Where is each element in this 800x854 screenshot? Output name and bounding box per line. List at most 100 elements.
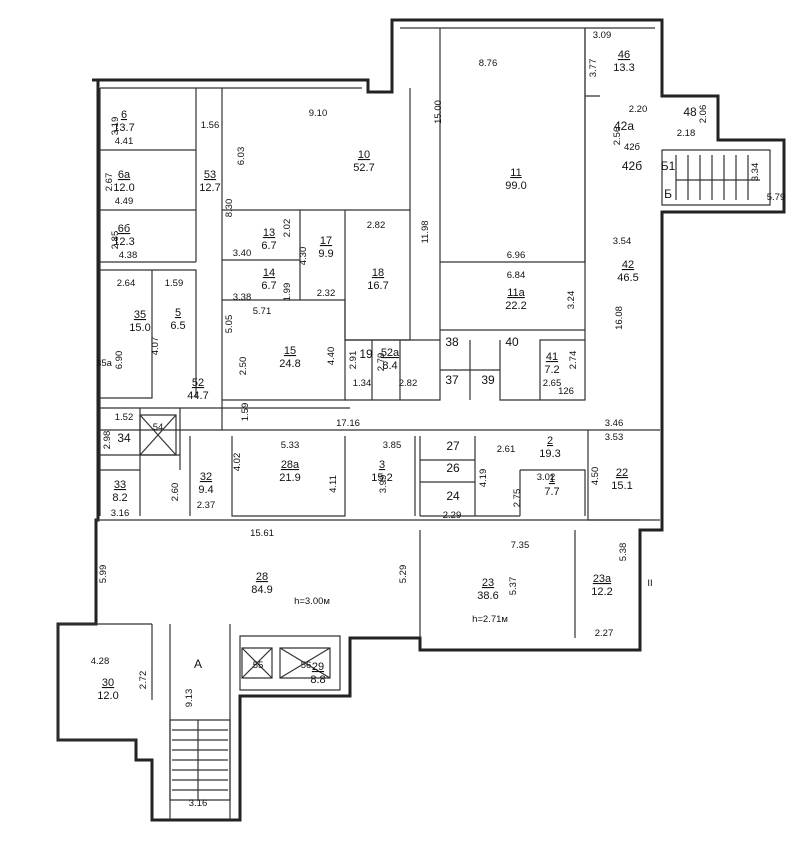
dimension-47: 1.52 <box>115 412 134 423</box>
dimension-71: 5.37 <box>508 577 519 596</box>
room-area-3: 12.7 <box>199 182 220 194</box>
dimension-56: 4.02 <box>232 453 243 472</box>
room-area-1: 12.0 <box>113 182 134 194</box>
room-number-34: 27 <box>446 439 460 453</box>
room-area-44: 8.8 <box>310 674 325 686</box>
room-number-37: 2 <box>547 435 553 447</box>
room-area-32: 21.9 <box>279 472 300 484</box>
room-area-18: 15.0 <box>129 322 150 334</box>
room-area-21: 44.7 <box>187 390 208 402</box>
dimension-42: 2.79 <box>376 353 387 372</box>
room-number-24: 38 <box>445 335 459 349</box>
room-number-22: 19 <box>359 347 373 361</box>
room-area-19: 6.5 <box>170 320 185 332</box>
height-1: h=2.71м <box>472 614 508 625</box>
room-number-41: 23 <box>482 577 494 589</box>
room-number-40: 28 <box>256 571 268 583</box>
dimension-53: 5.33 <box>281 440 300 451</box>
dimension-14: 5.79 <box>767 192 786 203</box>
dimension-63: 2.37 <box>197 500 216 511</box>
room-area-15: 16.7 <box>367 280 388 292</box>
dimension-2: 1.56 <box>201 120 220 131</box>
room-area-13: 6.7 <box>261 280 276 292</box>
room-number-10: Б1 <box>661 159 676 173</box>
room-area-39: 15.1 <box>611 480 632 492</box>
room-number-19: 5 <box>175 307 181 319</box>
dimension-55: 2.61 <box>497 444 516 455</box>
dimension-43: 1.34 <box>353 378 372 389</box>
room-number-45: A <box>194 657 202 671</box>
room-number-18: 35 <box>134 309 146 321</box>
room-area-30: 8.2 <box>112 492 127 504</box>
dimension-29: 5.05 <box>224 315 235 334</box>
room-number-12: 13 <box>263 227 275 239</box>
dimension-10: 2.06 <box>698 105 709 124</box>
dimension-32: 2.32 <box>317 288 336 299</box>
dimension-3: 6.03 <box>236 147 247 166</box>
room-number-43: 30 <box>102 677 114 689</box>
dimension-36: 5.71 <box>253 306 272 317</box>
dimension-35: 16.08 <box>614 306 625 330</box>
room-number-15: 18 <box>372 267 384 279</box>
room-number-8: 42а <box>614 119 634 133</box>
dimension-11: 2.56 <box>612 127 623 146</box>
room-number-17: 42 <box>622 259 634 271</box>
dimension-61: 4.50 <box>590 467 601 486</box>
dimension-60: 3.02 <box>537 472 556 483</box>
mark-0: II <box>647 578 652 589</box>
room-number-3: 53 <box>204 169 216 181</box>
dimension-7: 3.77 <box>588 59 599 78</box>
dimension-49: 1.59 <box>240 403 251 422</box>
dimension-12: 2.18 <box>677 128 696 139</box>
dimension-27: 2.64 <box>117 278 136 289</box>
dimension-62: 2.60 <box>170 483 181 502</box>
room-area-5: 99.0 <box>505 180 526 192</box>
room-number-2: 6б <box>118 223 130 235</box>
dimension-46: 2.65 <box>543 378 562 389</box>
height-0: h=3.00м <box>294 596 330 607</box>
mark-6: 42б <box>624 142 641 153</box>
room-area-0: 13.7 <box>113 122 134 134</box>
dimension-74: 2.72 <box>138 671 149 690</box>
room-number-33: 3 <box>379 459 385 471</box>
dimension-51: 3.46 <box>605 418 624 429</box>
room-number-16: 11а <box>507 287 525 299</box>
mark-5: 126 <box>558 386 574 397</box>
room-number-32: 28а <box>281 459 300 471</box>
dimension-34: 3.24 <box>566 291 577 310</box>
room-area-4: 52.7 <box>353 162 374 174</box>
dimension-70: 5.29 <box>398 565 409 584</box>
dimension-45: 2.74 <box>568 351 579 370</box>
dimension-30: 3.38 <box>233 292 252 303</box>
dimension-75: 9.13 <box>184 689 195 708</box>
dimension-8: 15.00 <box>433 100 444 124</box>
room-number-35: 26 <box>446 461 460 475</box>
room-number-36: 24 <box>446 489 460 503</box>
room-number-25: 40 <box>505 335 519 349</box>
room-number-44: 29 <box>312 661 324 673</box>
dimension-76: 2.27 <box>595 628 614 639</box>
dimension-1: 4.41 <box>115 136 134 147</box>
dimension-6: 3.09 <box>593 30 612 41</box>
dimension-72: 5.38 <box>618 543 629 562</box>
room-area-2: 12.3 <box>113 236 134 248</box>
dimension-22: 4.30 <box>298 247 309 266</box>
dimension-25: 6.96 <box>507 250 526 261</box>
interior-walls <box>57 28 771 820</box>
dimension-20: 3.40 <box>233 248 252 259</box>
room-area-37: 19.3 <box>539 448 560 460</box>
dimension-54: 3.85 <box>383 440 402 451</box>
dimension-31: 1.99 <box>282 283 293 302</box>
dimension-38: 6.90 <box>114 351 125 370</box>
room-area-28: 7.2 <box>544 364 559 376</box>
dimension-65: 2.29 <box>443 510 462 521</box>
dimension-68: 7.35 <box>511 540 530 551</box>
dimension-67: 15.61 <box>250 528 274 539</box>
dimension-21: 2.02 <box>282 219 293 238</box>
dimension-44: 2.82 <box>399 378 418 389</box>
room-number-4: 10 <box>358 149 370 161</box>
dimension-33: 6.84 <box>507 270 526 281</box>
